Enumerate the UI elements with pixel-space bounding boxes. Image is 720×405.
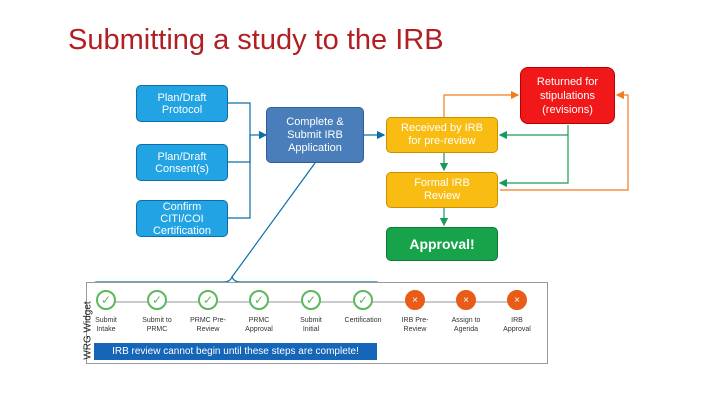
progress-step: ✓ PRMC Pre- Review: [182, 290, 234, 334]
checkmark-icon: ✓: [96, 290, 116, 310]
progress-step: × IRB Pre- Review: [389, 290, 441, 334]
received-by-irb-box: Received by IRB for pre-review: [386, 117, 498, 153]
pending-icon: ×: [507, 290, 527, 310]
progress-step-label: Submit to PRMC: [142, 317, 172, 333]
progress-step: ✓ Certification: [337, 290, 389, 325]
progress-step-label: IRB Pre- Review: [401, 317, 429, 333]
warning-banner: IRB review cannot begin until these step…: [94, 343, 377, 360]
progress-step-label: Submit Initial: [300, 317, 322, 333]
orange-connectors: [443, 90, 629, 191]
returned-box: Returned for stipulations (revisions): [520, 67, 615, 124]
checkmark-icon: ✓: [301, 290, 321, 310]
pending-icon: ×: [405, 290, 425, 310]
checkmark-icon: ✓: [198, 290, 218, 310]
progress-step: × Assign to Agenda: [440, 290, 492, 334]
confirm-citi-box: Confirm CITI/COI Certification: [136, 200, 228, 237]
progress-step-label: Assign to Agenda: [451, 317, 481, 333]
progress-step-label: PRMC Pre- Review: [190, 317, 226, 333]
checkmark-icon: ✓: [249, 290, 269, 310]
approval-box: Approval!: [386, 227, 498, 261]
progress-step: × IRB Approval: [491, 290, 543, 334]
formal-review-box: Formal IRB Review: [386, 172, 498, 208]
progress-step: ✓ Submit Intake: [80, 290, 132, 334]
plan-protocol-box: Plan/Draft Protocol: [136, 85, 228, 122]
pending-icon: ×: [456, 290, 476, 310]
progress-step-label: Certification: [344, 317, 382, 324]
slide-title: Submitting a study to the IRB: [68, 24, 444, 56]
progress-step: ✓ Submit Initial: [285, 290, 337, 334]
checkmark-icon: ✓: [147, 290, 167, 310]
plan-consent-box: Plan/Draft Consent(s): [136, 144, 228, 181]
checkmark-icon: ✓: [353, 290, 373, 310]
progress-step-label: IRB Approval: [503, 317, 531, 333]
progress-step: ✓ PRMC Approval: [233, 290, 285, 334]
progress-step: ✓ Submit to PRMC: [131, 290, 183, 334]
progress-step-label: Submit Intake: [95, 317, 117, 333]
progress-step-label: PRMC Approval: [245, 317, 273, 333]
complete-submit-box: Complete & Submit IRB Application: [266, 107, 364, 163]
green-connectors: [439, 125, 569, 227]
